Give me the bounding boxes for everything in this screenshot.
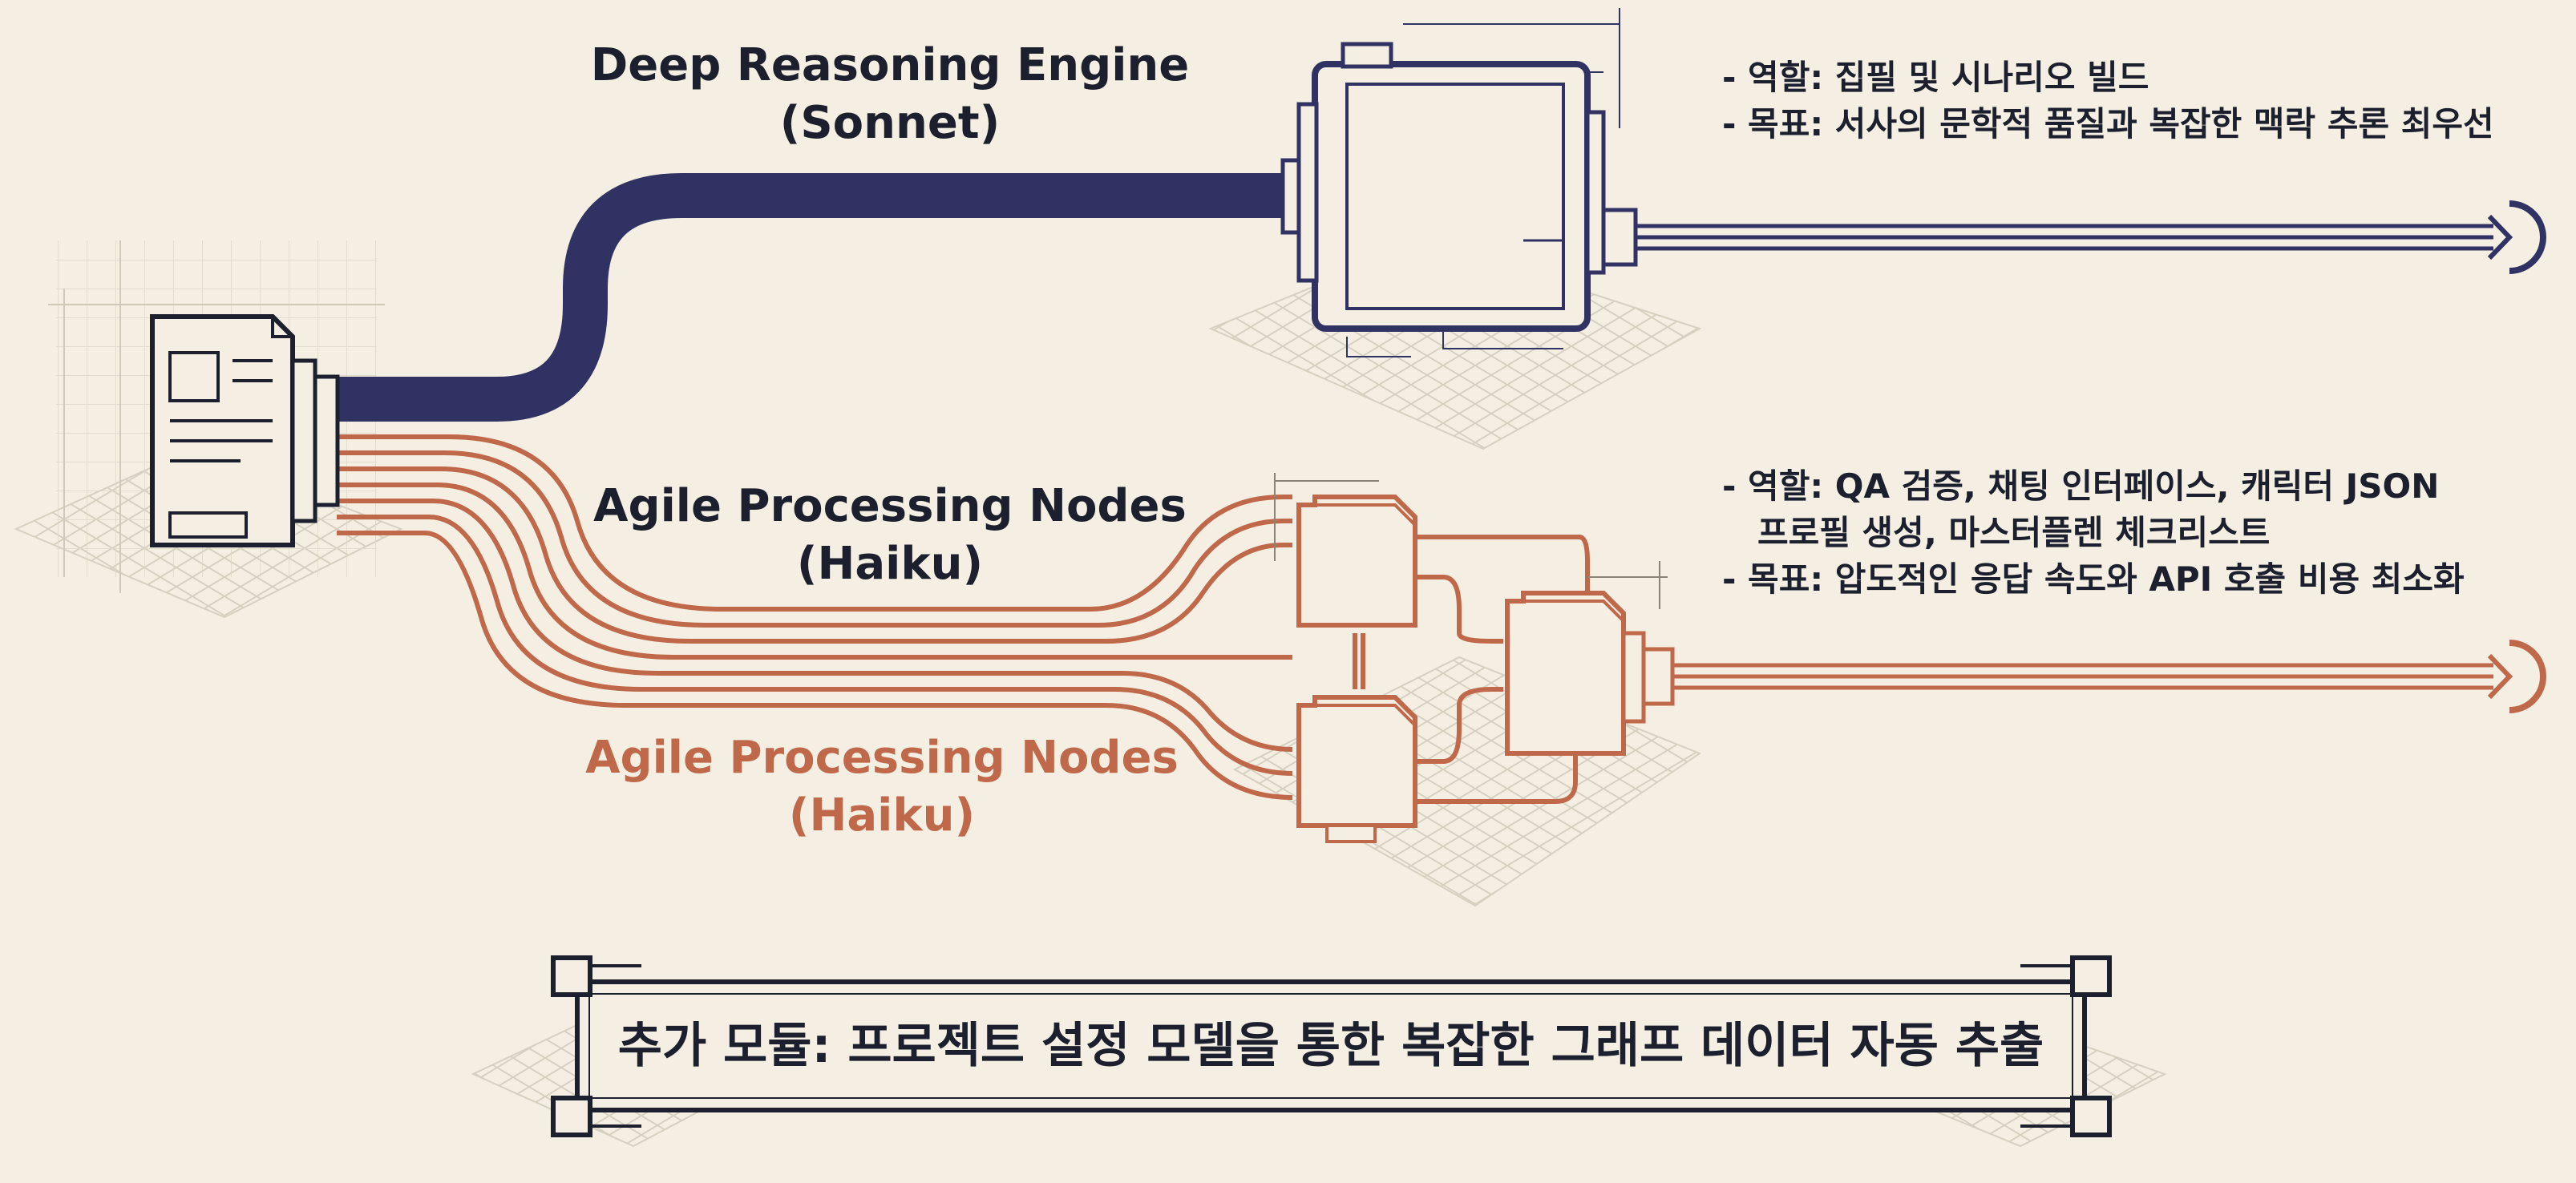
haiku-notes: - 역할: QA 검증, 채팅 인터페이스, 캐릭터 JSON 프로필 생성, … <box>1722 463 2465 603</box>
sonnet-engine-block <box>1296 8 1620 357</box>
sonnet-notes: - 역할: 집필 및 시나리오 빌드 - 목표: 서사의 문학적 품질과 복잡한… <box>1722 55 2494 147</box>
input-document-icon <box>48 240 385 593</box>
sonnet-pipe <box>337 158 1309 422</box>
haiku-note-goal: - 목표: 압도적인 응답 속도와 API 호출 비용 최소화 <box>1722 559 2465 599</box>
haiku-title-line1: Agile Processing Nodes <box>593 480 1187 532</box>
banner-frame <box>551 955 2112 1137</box>
haiku-pipes <box>337 434 1293 800</box>
sonnet-output-line <box>1601 200 2546 274</box>
haiku-echo-title: Agile Processing Nodes (Haiku) <box>553 729 1211 845</box>
haiku-node-top <box>1274 473 1417 628</box>
haiku-echo-line2: (Haiku) <box>788 789 976 842</box>
haiku-output-line <box>1641 640 2546 713</box>
haiku-note-role: - 역할: QA 검증, 채팅 인터페이스, 캐릭터 JSON <box>1722 466 2440 506</box>
sonnet-note-role: - 역할: 집필 및 시나리오 빌드 <box>1722 58 2149 97</box>
sonnet-title-line1: Deep Reasoning Engine <box>590 39 1190 91</box>
haiku-title: Agile Processing Nodes (Haiku) <box>561 478 1219 593</box>
haiku-node-bottom <box>1296 695 1417 843</box>
sonnet-note-goal: - 목표: 서사의 문학적 품질과 복잡한 맥락 추론 최우선 <box>1722 104 2494 143</box>
banner-label: 추가 모듈: 프로젝트 설정 모델을 통한 복잡한 그래프 데이터 자동 추출 <box>617 1018 2044 1074</box>
haiku-interconnects <box>1353 535 1590 804</box>
haiku-title-line2: (Haiku) <box>796 538 984 590</box>
haiku-note-role-cont: 프로필 생성, 마스터플렌 체크리스트 <box>1757 513 2271 552</box>
sonnet-title-line2: (Sonnet) <box>779 97 1001 149</box>
haiku-node-aggregator <box>1505 561 1668 756</box>
haiku-echo-line1: Agile Processing Nodes <box>585 732 1179 784</box>
sonnet-title: Deep Reasoning Engine (Sonnet) <box>561 37 1219 152</box>
